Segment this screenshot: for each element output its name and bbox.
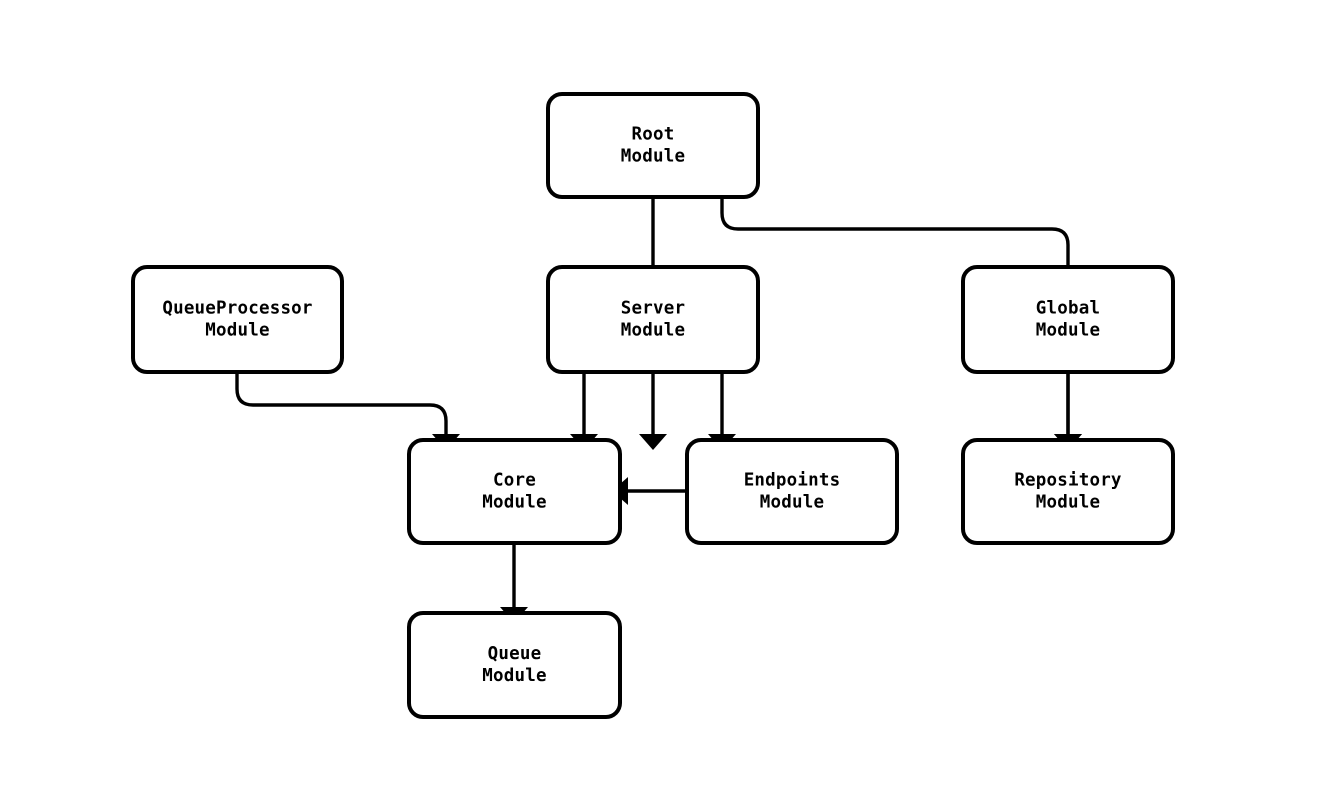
node-repository-label-line1: Repository [1014, 471, 1122, 491]
edges-layer [235, 197, 1070, 607]
node-repository-label-line2: Module [1036, 493, 1100, 513]
edge-root-to-global [720, 197, 1070, 434]
node-core-label-line2: Module [482, 493, 546, 513]
node-server-box[interactable] [546, 265, 760, 374]
edge-queueprocessor-to-core [235, 372, 448, 434]
node-core-box[interactable] [407, 438, 622, 545]
node-root-label-line1: Root [632, 125, 675, 145]
node-core-label-line1: Core [493, 471, 536, 491]
node-queueprocessor-label-line2: Module [205, 321, 269, 341]
node-global-label-line2: Module [1036, 321, 1100, 341]
node-global-box[interactable] [961, 265, 1175, 374]
node-server-label-line1: Server [621, 299, 685, 319]
node-root-box[interactable] [546, 92, 760, 199]
node-endpoints-box[interactable] [685, 438, 899, 545]
nodes-layer: RootModuleQueueProcessorModuleServerModu… [131, 92, 1175, 719]
node-queue-label-line1: Queue [488, 644, 542, 664]
node-queue-box[interactable] [407, 611, 622, 719]
node-queueprocessor-label-line1: QueueProcessor [162, 299, 312, 319]
node-global-label-line1: Global [1036, 299, 1100, 319]
node-root-label-line2: Module [621, 147, 685, 167]
node-endpoints-label-line1: Endpoints [744, 471, 841, 491]
node-queueprocessor-box[interactable] [131, 265, 344, 374]
node-queue-label-line2: Module [482, 666, 546, 686]
node-endpoints-label-line2: Module [760, 493, 824, 513]
node-repository-box[interactable] [961, 438, 1175, 545]
node-server-label-line2: Module [621, 321, 685, 341]
arrow-root-to-server-icon [639, 434, 667, 450]
